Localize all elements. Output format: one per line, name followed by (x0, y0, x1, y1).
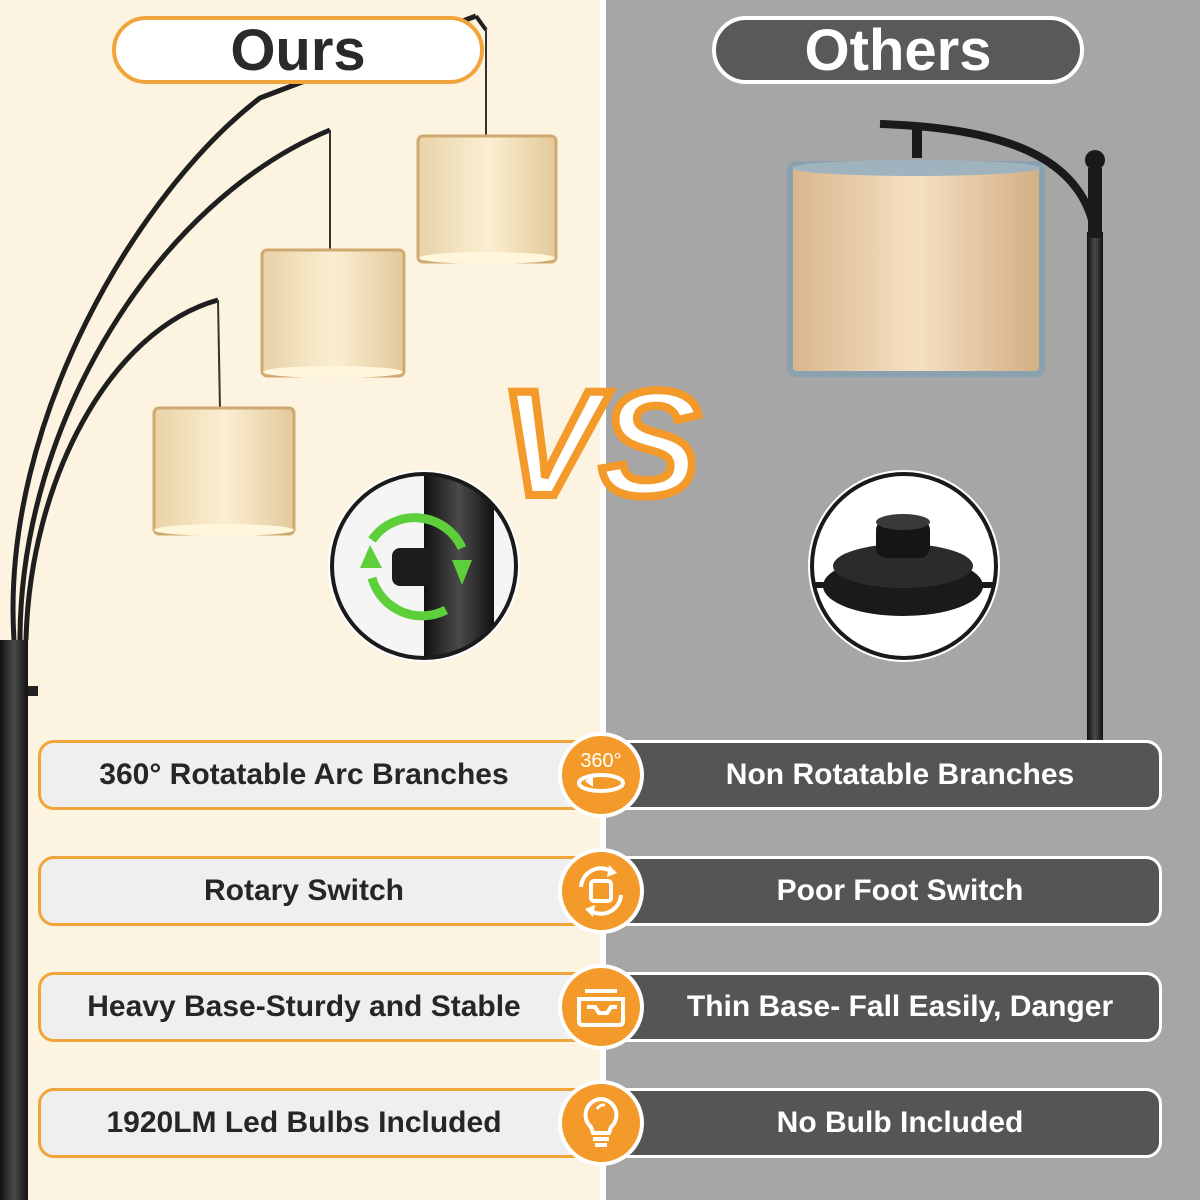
ours-title: Ours (112, 16, 484, 84)
rotate-arrow-icon (367, 576, 449, 621)
arc-floor-lamp (0, 13, 558, 1200)
others-title: Others (712, 16, 1084, 84)
lamp-shade (787, 160, 1045, 377)
ours-feature-4: 1920LM Led Bulbs Included (38, 1088, 606, 1158)
rotary-switch-icon (558, 848, 644, 934)
others-feature-2: Poor Foot Switch (598, 856, 1162, 926)
lamp-arc (10, 13, 477, 641)
others-feature-3: Thin Base- Fall Easily, Danger (598, 972, 1162, 1042)
bulb-icon (558, 1080, 644, 1166)
lamp-pole (1087, 232, 1103, 742)
lamp-arc (17, 127, 331, 641)
other-floor-lamp (787, 120, 1105, 742)
lamp-arc (23, 297, 219, 641)
lamp-pole (0, 640, 28, 1200)
ours-feature-1: 360° Rotatable Arc Branches (38, 740, 606, 810)
lamp-shade (152, 406, 296, 536)
others-feature-4: No Bulb Included (598, 1088, 1162, 1158)
lamp-shade (260, 248, 406, 378)
panel-divider (600, 0, 606, 1200)
ours-feature-2: Rotary Switch (38, 856, 606, 926)
360-label: 360° (580, 750, 622, 772)
base-icon (558, 964, 644, 1050)
ours-feature-3: Heavy Base-Sturdy and Stable (38, 972, 606, 1042)
360-rotate-icon: 360° (558, 732, 644, 818)
vs-text: VS (500, 359, 700, 527)
lamp-shade (416, 134, 558, 264)
others-feature-1: Non Rotatable Branches (598, 740, 1162, 810)
rotary-switch-closeup (328, 470, 520, 662)
rotate-arrow-icon (368, 513, 467, 551)
foot-switch-closeup (808, 470, 1000, 662)
